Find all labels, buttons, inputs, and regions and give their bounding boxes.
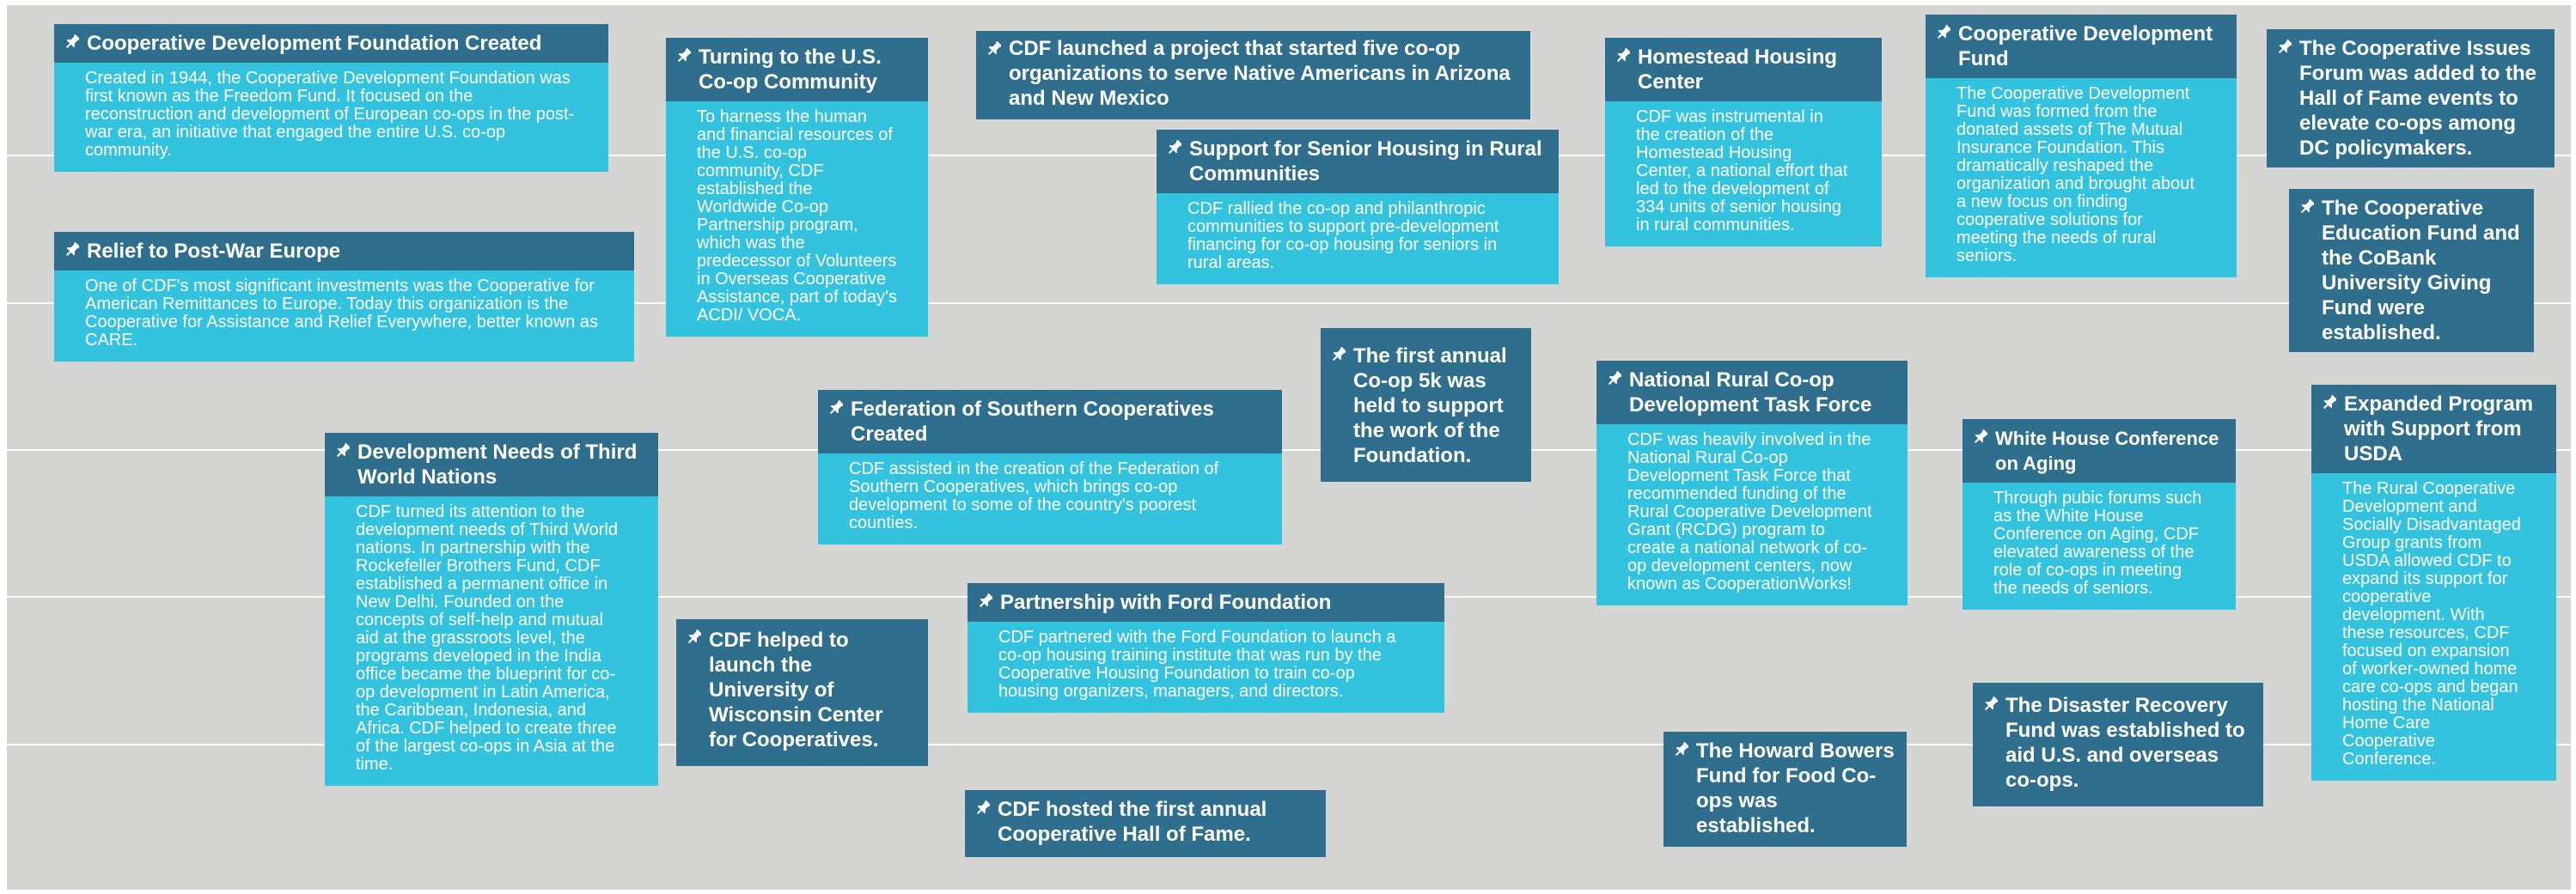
grid-line [7, 744, 2571, 745]
card-coop-5k: The first annual Co-op 5k was held to su… [1321, 328, 1531, 482]
pin-icon [1168, 139, 1181, 156]
card-body: The Rural Cooperative Development and So… [2311, 473, 2556, 781]
card-body: CDF rallied the co-op and philanthropic … [1157, 193, 1559, 284]
card-white-house: White House Conference on Aging Through … [1963, 419, 2236, 610]
pin-icon [2300, 198, 2314, 216]
card-body: CDF was heavily involved in the National… [1596, 424, 1908, 605]
grid-line [7, 302, 2571, 304]
card-body: CDF turned its attention to the developm… [325, 496, 658, 786]
card-title: CDF launched a project that started five… [1009, 37, 1511, 110]
pin-icon [1984, 696, 1998, 713]
pin-icon [1616, 47, 1630, 64]
pin-icon [1675, 741, 1688, 758]
card-howard-bowers: The Howard Bowers Fund for Food Co-ops w… [1663, 732, 1907, 847]
card-title: CDF helped to launch the University of W… [709, 629, 883, 751]
pin-icon [65, 33, 79, 51]
card-title: Homestead Housing Center [1638, 46, 1838, 94]
pin-icon [677, 47, 691, 64]
card-title: Expanded Program with Support from USDA [2344, 392, 2534, 465]
pin-icon [829, 399, 843, 417]
card-native-americans: CDF launched a project that started five… [976, 31, 1530, 119]
pin-icon [1608, 370, 1621, 387]
card-southern-coops: Federation of Southern Cooperatives Crea… [818, 390, 1282, 544]
card-title: The Howard Bowers Fund for Food Co-ops w… [1696, 739, 1895, 837]
card-us-coop: Turning to the U.S. Co-op Community To h… [666, 38, 928, 337]
card-third-world: Development Needs of Third World Nations… [325, 433, 658, 786]
card-wisconsin: CDF helped to launch the University of W… [676, 619, 928, 766]
card-usda: Expanded Program with Support from USDA … [2311, 385, 2556, 781]
card-title: Federation of Southern Cooperatives Crea… [851, 398, 1214, 446]
pin-icon [65, 241, 79, 258]
card-body: Created in 1944, the Cooperative Develop… [54, 63, 608, 172]
card-title: Cooperative Development Foundation Creat… [87, 32, 542, 55]
card-title: The Cooperative Issues Forum was added t… [2299, 37, 2537, 160]
card-relief-europe: Relief to Post-War Europe One of CDF's m… [54, 232, 634, 362]
card-body: One of CDF's most significant investment… [54, 271, 634, 362]
card-body: To harness the human and financial resou… [666, 101, 928, 337]
grid-line [7, 449, 2571, 451]
pin-icon [987, 40, 1001, 58]
card-disaster-recovery: The Disaster Recovery Fund was establish… [1973, 683, 2263, 806]
pin-icon [2278, 39, 2292, 56]
pin-icon [1332, 346, 1346, 363]
card-dev-fund: Cooperative Development Fund The Coopera… [1926, 15, 2237, 277]
pin-icon [1937, 24, 1950, 41]
card-title: CDF hosted the first annual Cooperative … [998, 798, 1267, 846]
pin-icon [2323, 394, 2336, 411]
pin-icon [976, 800, 990, 817]
card-title: The Cooperative Education Fund and the C… [2322, 197, 2520, 344]
card-homestead: Homestead Housing Center CDF was instrum… [1605, 38, 1882, 246]
pin-icon [979, 593, 992, 610]
card-body: CDF assisted in the creation of the Fede… [818, 453, 1282, 544]
pin-icon [1974, 429, 1987, 446]
card-education-fund: The Cooperative Education Fund and the C… [2289, 189, 2534, 352]
card-body: The Cooperative Development Fund was for… [1926, 78, 2237, 277]
card-cdf-created: Cooperative Development Foundation Creat… [54, 24, 608, 172]
card-senior-housing: Support for Senior Housing in Rural Comm… [1157, 130, 1559, 284]
card-issues-forum: The Cooperative Issues Forum was added t… [2267, 29, 2555, 167]
pin-icon [687, 629, 701, 646]
card-title: Development Needs of Third World Nations [357, 441, 638, 489]
card-title: Support for Senior Housing in Rural Comm… [1189, 137, 1542, 185]
card-title: The first annual Co-op 5k was held to su… [1353, 344, 1507, 467]
card-title: Turning to the U.S. Co-op Community [699, 46, 882, 94]
card-title: White House Conference on Aging [1995, 428, 2219, 474]
pin-icon [336, 442, 350, 459]
card-title: The Disaster Recovery Fund was establish… [2005, 694, 2245, 792]
card-body: Through pubic forums such as the White H… [1963, 483, 2236, 610]
card-body: CDF partnered with the Ford Foundation t… [968, 622, 1444, 713]
card-ford-foundation: Partnership with Ford Foundation CDF par… [968, 583, 1444, 713]
card-title: Partnership with Ford Foundation [1000, 591, 1332, 614]
card-body: CDF was instrumental in the creation of … [1605, 101, 1882, 246]
card-title: National Rural Co-op Development Task Fo… [1629, 368, 1872, 417]
card-task-force: National Rural Co-op Development Task Fo… [1596, 361, 1908, 605]
card-title: Relief to Post-War Europe [87, 240, 341, 263]
card-hall-of-fame: CDF hosted the first annual Cooperative … [965, 790, 1326, 857]
card-title: Cooperative Development Fund [1958, 22, 2213, 70]
